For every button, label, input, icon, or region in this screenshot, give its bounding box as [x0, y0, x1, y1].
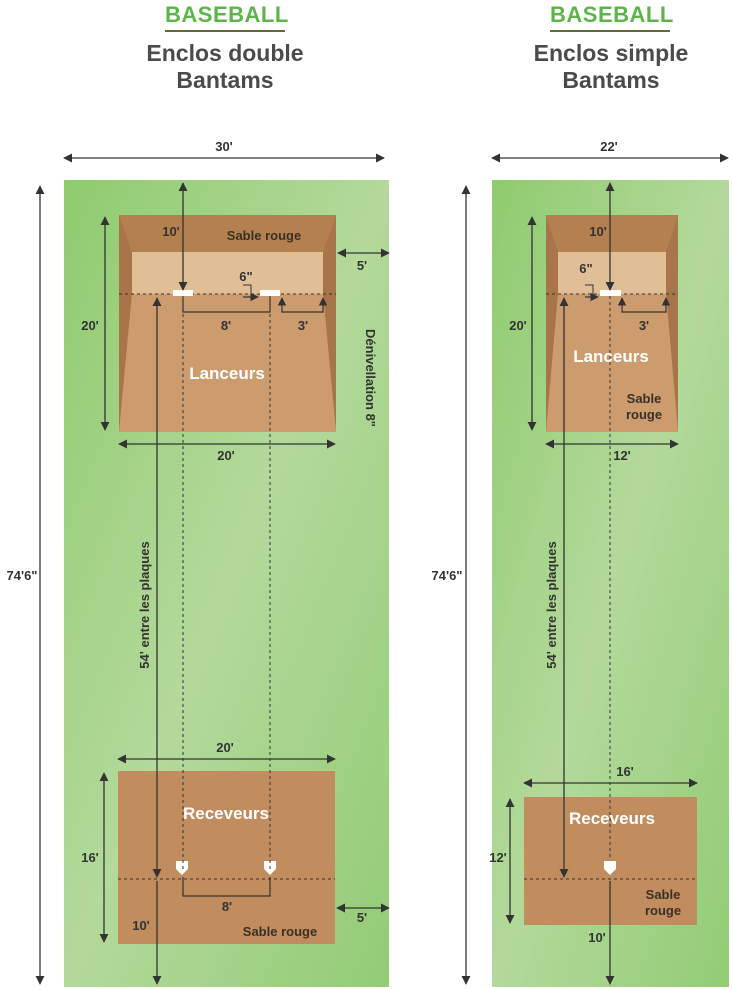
left-mound-top-dim: 10'	[162, 224, 180, 239]
left-catcher-label: Receveurs	[183, 804, 269, 823]
left-catcher-back-dim: 10'	[132, 918, 150, 933]
left-rubber-2	[260, 290, 280, 296]
right-length-dim: 74'6"	[432, 568, 463, 583]
right-rubber-edge-dim: 3'	[639, 318, 649, 333]
left-catcher-sand: Sable rouge	[243, 924, 317, 939]
left-catcher-offset-dim: 5'	[357, 910, 367, 925]
left-distance-label: 54' entre les plaques	[137, 541, 152, 668]
left-catcher-width-dim: 20'	[216, 740, 234, 755]
left-mound-offset-dim: 5'	[357, 258, 367, 273]
left-rubber-1	[173, 290, 193, 296]
left-catcher-box	[118, 771, 335, 944]
right-home-plate	[604, 861, 616, 875]
right-mound-depth-dim: 20'	[509, 318, 527, 333]
right-catcher-sand-line2: rouge	[645, 903, 681, 918]
right-title-line2: Bantams	[562, 67, 660, 93]
right-mound-sand-line2: rouge	[626, 407, 662, 422]
right-title: Enclos simple Bantams	[500, 40, 722, 94]
right-catcher-back-dim: 10'	[588, 930, 606, 945]
left-title: Enclos double Bantams	[105, 40, 345, 94]
right-mound-top-dim: 10'	[589, 224, 607, 239]
left-home-plate-1	[176, 861, 188, 875]
right-distance-label: 54' entre les plaques	[544, 541, 559, 668]
right-mound-sand-line1: Sable	[627, 391, 662, 406]
right-catcher-label: Receveurs	[569, 809, 655, 828]
left-catcher-depth-dim: 16'	[81, 850, 99, 865]
left-mound-label: Lanceurs	[189, 364, 265, 383]
left-slope-label: Dénivellation 8"	[363, 329, 378, 427]
left-kicker: BASEBALL	[165, 2, 288, 32]
left-mound-sand: Sable rouge	[227, 228, 301, 243]
left-mound-width-dim: 20'	[217, 448, 235, 463]
right-plate-drop-dim: 6"	[579, 261, 592, 276]
left-plate-spacing-dim: 8'	[222, 899, 232, 914]
left-title-line1: Enclos double	[146, 40, 304, 66]
right-kicker: BASEBALL	[550, 2, 673, 32]
right-title-line1: Enclos simple	[533, 40, 689, 66]
left-pitcher-mound	[119, 215, 336, 432]
right-catcher-depth-dim: 12'	[489, 850, 507, 865]
left-rubber-spacing-dim: 8'	[221, 318, 231, 333]
right-rubber	[600, 290, 621, 296]
right-catcher-sand-line1: Sable	[646, 887, 681, 902]
left-rubber-edge-dim: 3'	[298, 318, 308, 333]
left-title-line2: Bantams	[176, 67, 274, 93]
right-mound-label: Lanceurs	[573, 347, 649, 366]
left-plate-drop-dim: 6"	[239, 269, 252, 284]
left-mound-depth-dim: 20'	[81, 318, 99, 333]
right-mound-width-dim: 12'	[613, 448, 631, 463]
right-catcher-width-dim: 16'	[616, 764, 634, 779]
left-width-dim: 30'	[215, 139, 233, 154]
right-width-dim: 22'	[600, 139, 618, 154]
left-length-dim: 74'6"	[7, 568, 38, 583]
